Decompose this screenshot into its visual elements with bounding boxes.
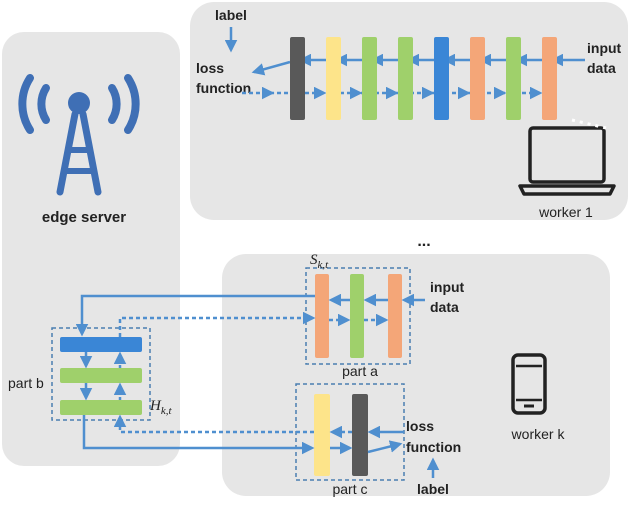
h-kt-label: Hk,t — [149, 398, 172, 417]
edge-server-panel — [2, 32, 180, 466]
s-kt-label: Sk,t — [310, 252, 329, 271]
part-c-label-text: label — [417, 481, 449, 497]
worker1-layer-8 — [542, 37, 557, 120]
worker1-layer-2 — [326, 37, 341, 120]
b-to-c-arrow — [82, 415, 315, 455]
worker1-name: worker 1 — [538, 204, 593, 220]
s-kt-main: S — [310, 252, 318, 268]
smashed-data-arrow — [75, 294, 315, 337]
part-a-label: part a — [342, 363, 378, 379]
workerk-name: worker k — [511, 426, 566, 442]
h-kt-main: H — [149, 398, 162, 414]
worker1-label-text: label — [215, 7, 247, 23]
smartphone-icon — [511, 353, 547, 415]
worker1-layer-6 — [470, 37, 485, 120]
laptop-icon — [518, 126, 616, 196]
part-b-box — [51, 327, 151, 421]
part-a-layer-2 — [350, 274, 364, 358]
worker1-loss-line1: loss — [196, 60, 224, 76]
part-c-loss-line2: function — [406, 439, 461, 455]
worker1-layer-7 — [506, 37, 521, 120]
part-b-layer-3 — [60, 400, 142, 415]
part-b-layer-2 — [60, 368, 142, 383]
part-b-layer-1 — [60, 337, 142, 352]
part-c-layer-1 — [314, 394, 330, 476]
worker1-layer-1 — [290, 37, 305, 120]
part-a-input-line1: input — [430, 279, 465, 295]
edge-server-label: edge server — [42, 209, 126, 226]
worker1-layer-3 — [362, 37, 377, 120]
radio-tower-icon — [18, 74, 140, 196]
part-a-input-line2: data — [430, 299, 459, 315]
ellipsis: ... — [417, 233, 430, 250]
part-c-label: part c — [332, 481, 367, 497]
worker1-input-line1: input — [587, 40, 622, 56]
worker1-input-line2: data — [587, 60, 616, 76]
part-a-layer-1 — [315, 274, 329, 358]
part-a-layer-3 — [388, 274, 402, 358]
worker1-layer-4 — [398, 37, 413, 120]
worker1-loss-line2: function — [196, 80, 251, 96]
part-c-loss-line1: loss — [406, 418, 434, 434]
gradient-b-to-a-arrow — [118, 311, 316, 337]
worker1-layer-5 — [434, 37, 449, 120]
part-c-layer-2 — [352, 394, 368, 476]
s-kt-sub: k,t — [318, 259, 330, 271]
gradient-c-to-b-arrow — [113, 414, 314, 434]
worker1-loss-arrow — [251, 60, 291, 76]
part-b-label: part b — [8, 375, 44, 391]
workerk-panel — [222, 254, 610, 496]
h-kt-sub: k,t — [161, 405, 173, 417]
part-c-loss-arrow — [367, 440, 403, 454]
laptop-wifi-dots — [571, 118, 607, 130]
